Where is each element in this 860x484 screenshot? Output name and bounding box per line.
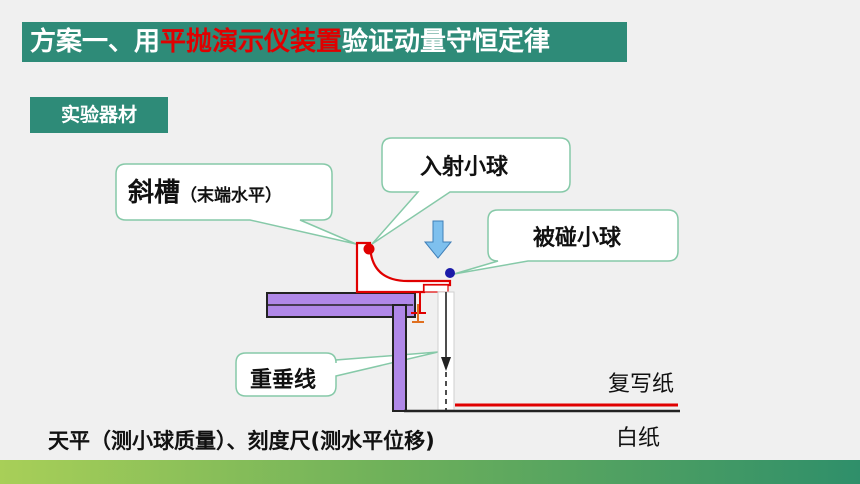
callout-incident-bubble [371,137,571,245]
callout-target-label: 被碰小球 [533,226,622,251]
callout-incident-label: 入射小球 [420,155,509,180]
callout-chute-note: （末端水平） [180,186,283,206]
callout-chute-bubble [115,163,357,245]
section-tag-equipment: 实验器材 [30,97,168,133]
bottom-decoration-bar [0,460,860,484]
title-highlight: 平抛演示仪装置 [160,27,343,57]
table-leg [392,304,407,412]
title-prefix: 方案一、用 [30,27,161,57]
page-title: 方案一、用平抛演示仪装置验证动量守恒定律 [22,22,627,62]
target-ball [445,268,455,278]
down-arrow-icon [423,220,453,259]
callout-plumb-bubble [235,351,439,397]
callout-plumb-label: 重垂线 [250,368,317,393]
callout-target-bubble [453,209,679,275]
incident-ball [363,243,375,255]
equipment-footer-text: 天平（测小球质量）、刻度尺(测水平位移) [48,429,435,453]
title-suffix: 验证动量守恒定律 [342,27,551,57]
callout-chute-label: 斜槽（末端水平） [128,178,283,208]
carbon-paper-label: 复写纸 [608,372,675,397]
white-paper-label: 白纸 [616,426,661,451]
